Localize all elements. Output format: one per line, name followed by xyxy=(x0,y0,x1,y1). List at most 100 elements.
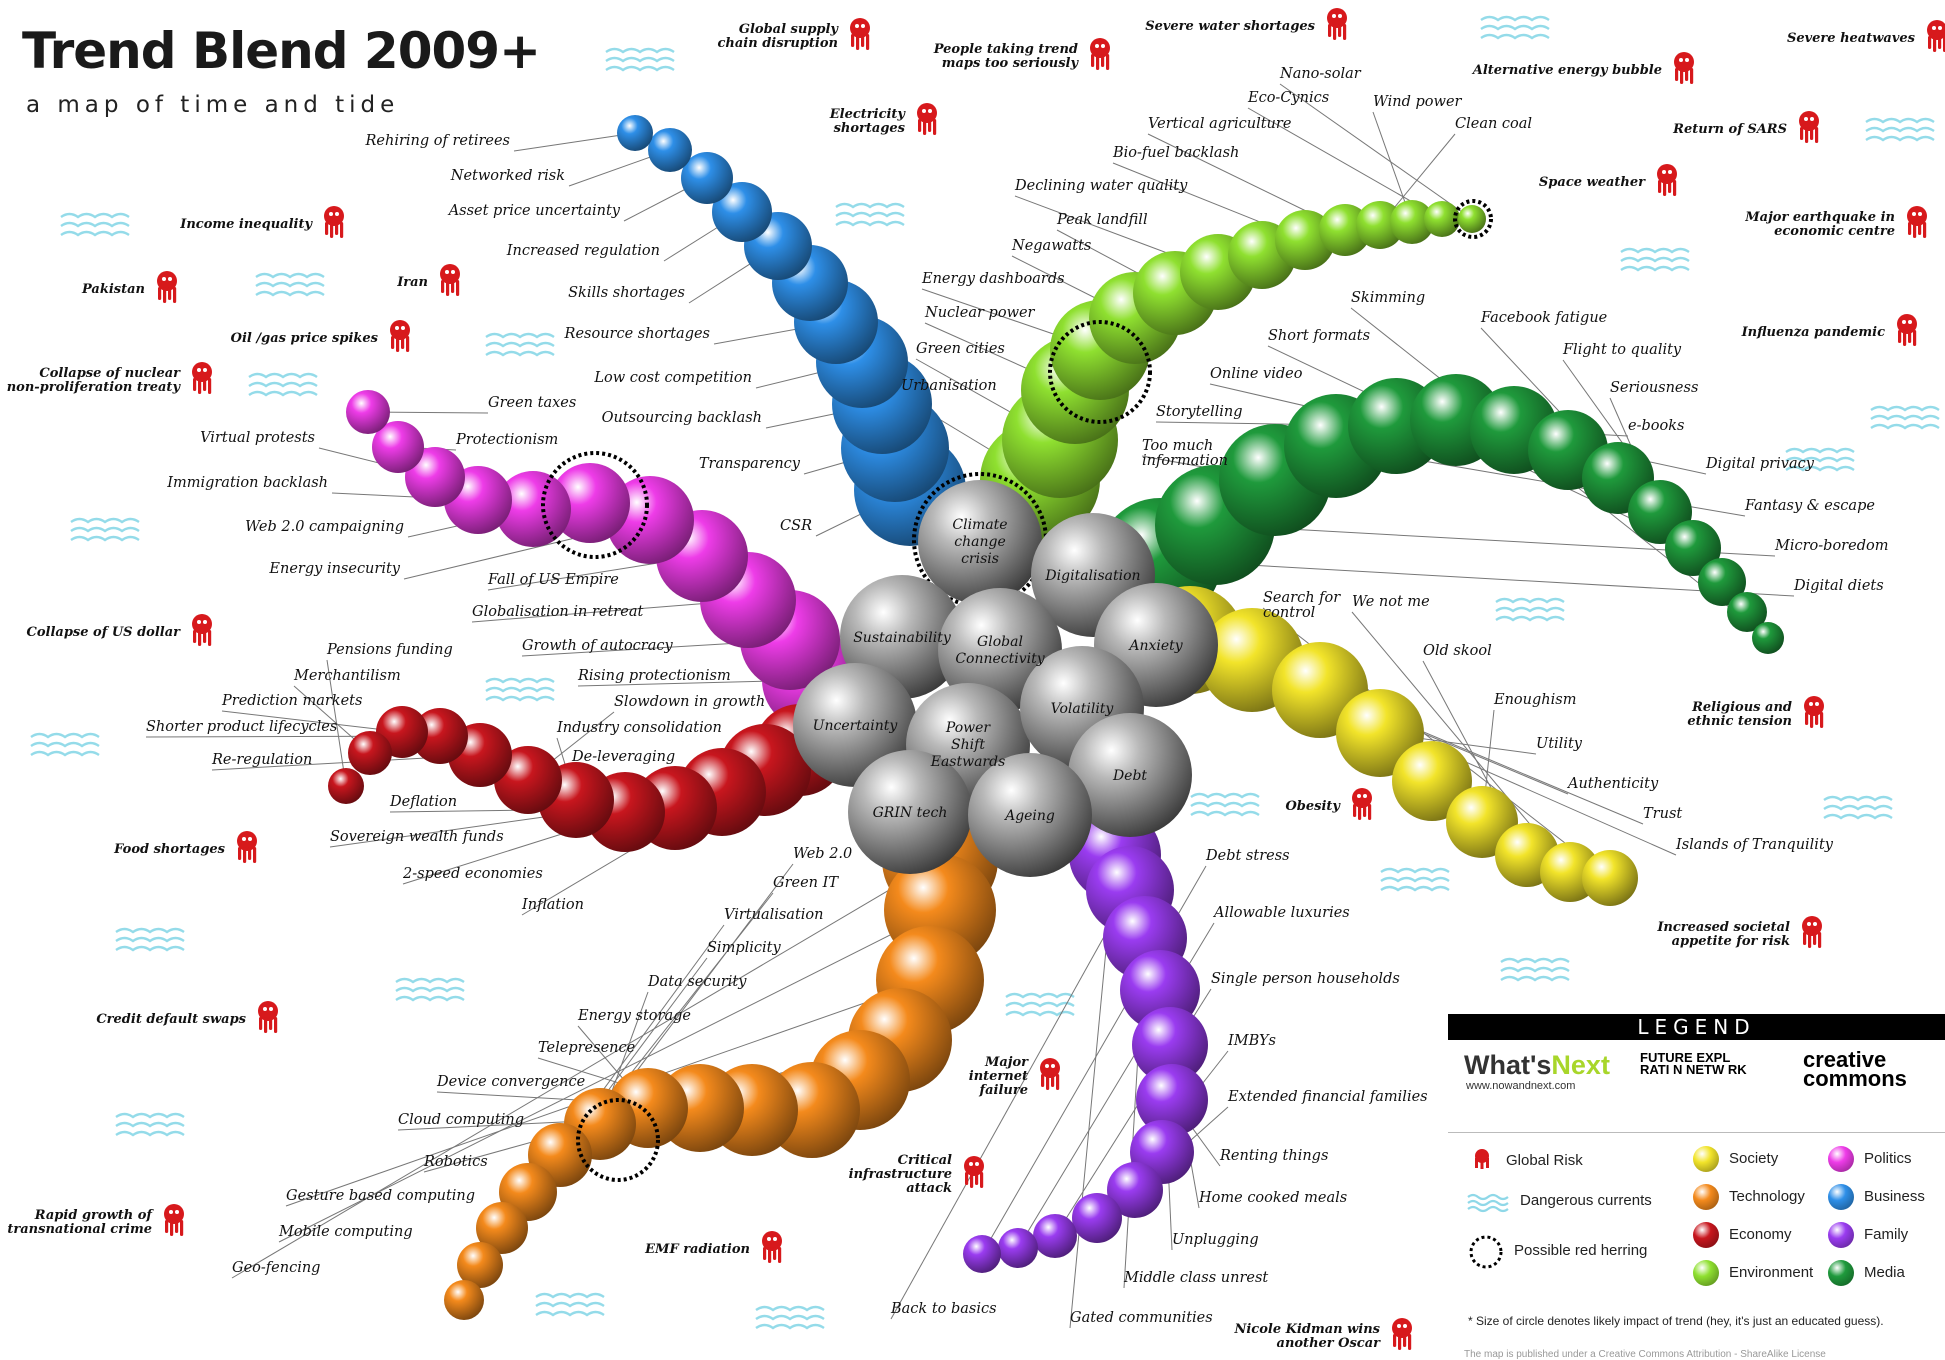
page-subtitle: a map of time and tide xyxy=(26,92,400,118)
trend-label: Single person households xyxy=(1211,971,1400,987)
global-risk-icon xyxy=(1475,1149,1489,1169)
trend-bubble xyxy=(405,447,465,507)
trend-bubble xyxy=(444,1280,484,1320)
trend-bubble xyxy=(476,1202,528,1254)
trend-label: Increased regulation xyxy=(506,243,660,259)
octopus-risk-icon xyxy=(1799,111,1819,143)
dangerous-current-icon xyxy=(485,677,555,702)
global-risk-item: Credit default swaps xyxy=(96,1001,278,1033)
trend-bubble xyxy=(1072,1193,1122,1243)
red-herring-ring xyxy=(1453,199,1493,239)
core-trend-label: Digitalisation xyxy=(1044,568,1140,584)
legend-swatch-politics xyxy=(1828,1146,1854,1172)
trend-label: Prediction markets xyxy=(221,693,362,709)
leader-line xyxy=(1279,83,1473,220)
trend-label: Home cooked meals xyxy=(1198,1190,1347,1206)
global-risk-label: Collapse of US dollar xyxy=(27,625,182,640)
trend-label: Resource shortages xyxy=(564,326,710,342)
trend-bubble xyxy=(1107,1162,1163,1218)
leader-line xyxy=(890,889,1131,1320)
core-trend-label: Volatility xyxy=(1051,701,1115,717)
arm-media xyxy=(1098,374,1784,654)
logo-text: What's xyxy=(1464,1050,1552,1080)
trend-label: 2-speed economies xyxy=(402,866,543,882)
trend-bubble xyxy=(494,746,562,814)
dangerous-current-icon xyxy=(1380,867,1450,892)
trend-label: Urbanisation xyxy=(901,378,997,394)
trend-bubble xyxy=(1752,622,1784,654)
dangerous-current-icon xyxy=(1823,795,1893,820)
trend-label: Renting things xyxy=(1219,1148,1328,1164)
trend-label: Shorter product lifecycles xyxy=(146,719,337,735)
core-trend-label: Anxiety xyxy=(1127,638,1183,654)
leader-line xyxy=(278,909,941,1243)
trend-bubble xyxy=(998,1228,1038,1268)
trend-bubble xyxy=(1698,558,1746,606)
trend-label: Networked risk xyxy=(450,168,565,184)
legend-label-family: Family xyxy=(1864,1226,1909,1243)
trend-label: Micro-boredom xyxy=(1774,538,1888,554)
trend-label: Mobile computing xyxy=(278,1224,413,1240)
trend-label: Peak landfill xyxy=(1056,212,1148,228)
dangerous-current-icon xyxy=(255,272,325,297)
trend-label: Skills shortages xyxy=(568,285,685,301)
trend-label: CSR xyxy=(780,518,812,534)
trend-label: Immigration backlash xyxy=(166,475,328,491)
trend-label: Rehiring of retirees xyxy=(365,133,511,149)
dangerous-current-icon xyxy=(1785,447,1855,472)
trend-label: Gesture based computing xyxy=(286,1188,475,1204)
dangerous-current-icon xyxy=(115,1112,185,1137)
arm-family xyxy=(963,809,1208,1273)
trend-label: Vertical agriculture xyxy=(1148,116,1291,132)
legend-swatch-family xyxy=(1828,1222,1854,1248)
trend-label: Energy dashboards xyxy=(921,271,1065,287)
red-herring-ring xyxy=(541,451,649,559)
trend-label: Wind power xyxy=(1373,94,1463,110)
octopus-risk-icon xyxy=(762,1231,782,1263)
trend-bubble xyxy=(681,152,733,204)
trend-bubble xyxy=(346,390,390,434)
red-herring-ring xyxy=(1048,320,1152,424)
page-title: Trend Blend 2009+ xyxy=(22,22,541,80)
legend-label-politics: Politics xyxy=(1864,1150,1912,1167)
legend-note: * Size of circle denotes likely impact o… xyxy=(1468,1314,1884,1328)
creative-commons-logo: creative commons xyxy=(1803,1047,1907,1091)
dangerous-current-icon xyxy=(248,372,318,397)
octopus-risk-icon xyxy=(1804,696,1824,728)
trend-label: Pensions funding xyxy=(326,642,453,658)
global-risk-item: Food shortages xyxy=(113,831,257,863)
octopus-risk-icon xyxy=(1802,916,1822,948)
trend-label: Energy storage xyxy=(577,1008,691,1024)
global-risk-label: Oil /gas price spikes xyxy=(231,331,379,346)
trend-label: e-books xyxy=(1628,418,1684,434)
dangerous-current-icon xyxy=(1870,405,1940,430)
dangerous-current-icon xyxy=(605,47,675,72)
core-trend-bubble xyxy=(968,753,1092,877)
trend-bubble xyxy=(617,115,653,151)
legend-swatch-environment xyxy=(1693,1260,1719,1286)
legend-label-media: Media xyxy=(1864,1264,1905,1281)
trend-bubble xyxy=(1727,592,1767,632)
trend-label: Seriousness xyxy=(1610,380,1698,396)
dangerous-current-icon xyxy=(70,517,140,542)
global-risk-label: Obesity xyxy=(1285,799,1341,814)
trend-label: Digital privacy xyxy=(1705,456,1815,472)
octopus-risk-icon xyxy=(1090,38,1110,70)
global-risk-item: Alternative energy bubble xyxy=(1471,52,1694,84)
dangerous-current-icon xyxy=(1190,792,1260,817)
global-risk-label: Income inequality xyxy=(179,217,313,232)
core-trend-label: GRIN tech xyxy=(873,805,948,821)
core-trend-label: Uncertainty xyxy=(813,718,899,734)
